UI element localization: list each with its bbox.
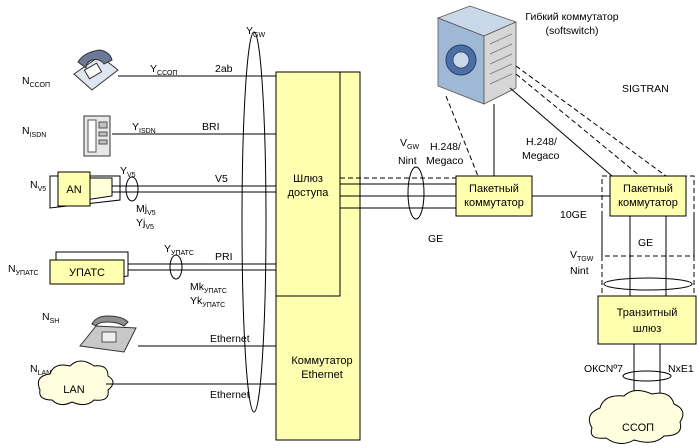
ge-left-label: GE	[428, 233, 443, 245]
ygw-interface-ellipse	[242, 32, 266, 412]
desk-phone-icon	[80, 316, 136, 352]
h248-left-line1: H.248/	[430, 141, 461, 153]
vtgw-label: VTGW	[570, 249, 594, 263]
packet-switch-1	[456, 176, 532, 216]
packet-switch-1-line2: коммутатор	[464, 197, 524, 209]
vgw-label: VGW	[400, 137, 419, 151]
control-link-right-1	[510, 88, 612, 176]
v5-interface-ellipse	[126, 177, 138, 201]
yj-v5-label: YjV5	[136, 217, 154, 231]
nxe1-label: NxE1	[668, 363, 694, 375]
ccop-cloud-label: ССОП	[622, 422, 654, 434]
n-sh-label: NSH	[42, 311, 59, 325]
packet-switch-2-line1: Пакетный	[623, 183, 673, 195]
okcn7-label: ОКСNº7	[584, 363, 623, 375]
n-upats-label: NУПАТС	[8, 263, 39, 277]
vgw-nint-label: Nint	[398, 155, 417, 167]
n-ccop-label: NССОП	[22, 75, 50, 89]
ethernet-switch-line2: Ethernet	[301, 369, 343, 381]
link-ethernet-sh-label: Ethernet	[210, 333, 250, 345]
y-upats-label: YУПАТС	[164, 243, 194, 257]
packet-switch-2	[610, 176, 686, 216]
upats-box-label: УПАТС	[69, 267, 105, 279]
access-gateway-line1: Шлюз	[293, 173, 323, 185]
n-isdn-label: NISDN	[22, 125, 46, 139]
lan-cloud-label: LAN	[63, 384, 84, 396]
tgw-ccop-interface-ellipse	[623, 371, 671, 381]
link-2ab-label: 2ab	[215, 63, 233, 75]
h248-right-line2: Megaco	[522, 150, 560, 162]
mj-v5-label: MjV5	[136, 203, 156, 217]
softswitch-subtitle: (softswitch)	[545, 25, 598, 37]
n-v5-label: NV5	[30, 179, 46, 193]
transit-gateway-box	[598, 296, 696, 344]
vtgw-interface-ellipse	[604, 278, 692, 290]
y-isdn-label: YISDN	[132, 121, 156, 135]
yk-upats-label: YkУПАТС	[190, 295, 225, 309]
softswitch-server-icon	[438, 6, 516, 104]
packet-switch-2-line2: коммутатор	[618, 197, 678, 209]
link-ethernet-lan-label: Ethernet	[210, 389, 250, 401]
mk-upats-label: MkУПАТС	[190, 281, 227, 295]
transit-gateway-line2: шлюз	[633, 323, 662, 335]
sigtran-label: SIGTRAN	[622, 83, 669, 95]
y-v5-label: YV5	[120, 165, 136, 179]
transit-gateway-line1: Транзитный	[617, 307, 678, 319]
an-box-label: AN	[66, 184, 81, 196]
y-ccop-label: YССОП	[150, 63, 177, 77]
ethernet-switch-line1: Коммутатор	[291, 355, 352, 367]
lan-cloud	[38, 361, 113, 405]
ccop-cloud	[589, 390, 683, 443]
link-10ge-label: 10GE	[560, 209, 587, 221]
softswitch-title: Гибкий коммутатор	[525, 11, 618, 23]
telephone-icon	[74, 50, 118, 90]
vgw-interface-ellipse	[408, 167, 424, 219]
link-pri-label: PRI	[215, 251, 233, 263]
packet-switch-1-line1: Пакетный	[469, 183, 519, 195]
h248-left-line2: Megaco	[426, 155, 464, 167]
upats-interface-ellipse	[170, 255, 182, 279]
access-gateway-line2: доступа	[288, 187, 330, 199]
link-v5-label: V5	[215, 173, 228, 185]
h248-right-line1: H.248/	[526, 136, 557, 148]
ygw-label: YGW	[246, 25, 265, 39]
ge-right-label: GE	[638, 237, 653, 249]
link-bri-label: BRI	[202, 121, 220, 133]
isdn-terminal-icon	[84, 116, 110, 156]
vtgw-nint-label: Nint	[570, 265, 589, 277]
